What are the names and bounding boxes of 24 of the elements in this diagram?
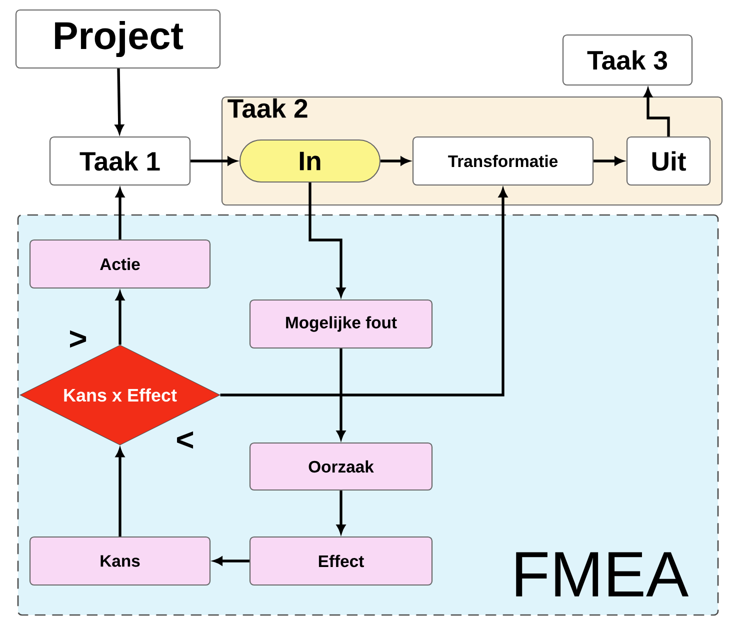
- process-box: Actie: [29, 239, 211, 289]
- process-box: Taak 3: [562, 34, 693, 86]
- arrow: [380, 156, 410, 166]
- input-pill: In: [239, 139, 381, 183]
- arrow: [220, 188, 508, 396]
- process-box: Transformatie: [412, 136, 594, 186]
- arrow: [308, 182, 346, 296]
- arrow: [116, 188, 124, 240]
- arrow: [644, 88, 670, 136]
- arrow: [336, 490, 346, 534]
- process-box: Oorzaak: [249, 442, 433, 491]
- process-box: Effect: [249, 536, 433, 586]
- arrow: [116, 448, 124, 536]
- arrow: [190, 156, 236, 166]
- arrow: [594, 156, 624, 166]
- process-box: Kans: [29, 536, 211, 586]
- process-box: Mogelijke fout: [249, 299, 433, 349]
- process-box: Taak 1: [49, 136, 191, 186]
- arrow: [336, 348, 346, 440]
- title-box: Project: [15, 9, 221, 69]
- arrow: [116, 292, 124, 345]
- process-box: Uit: [626, 136, 711, 186]
- arrow: [115, 68, 124, 134]
- arrow: [214, 556, 250, 566]
